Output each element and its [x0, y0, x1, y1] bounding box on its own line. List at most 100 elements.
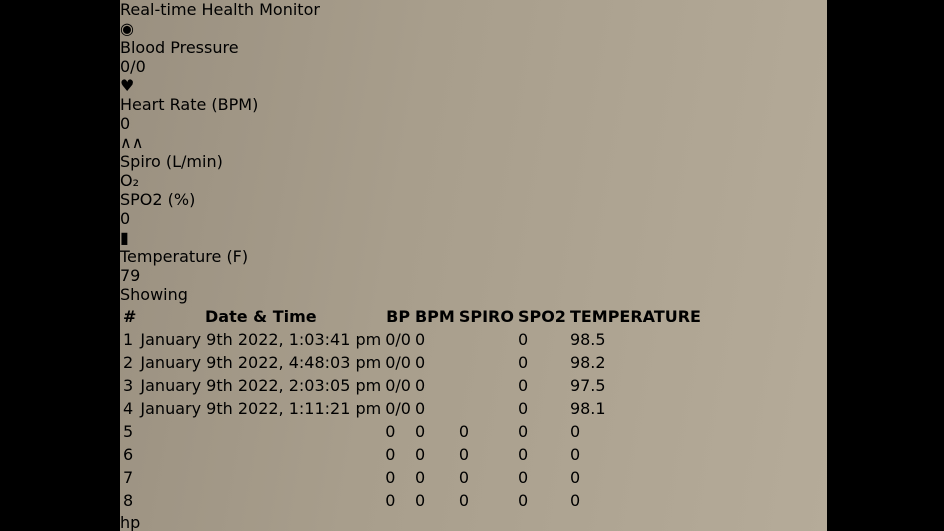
- cell-bpm: 0: [414, 376, 426, 395]
- cell-temperature: 0: [569, 445, 581, 464]
- card-label: Spiro (L/min): [120, 152, 223, 171]
- table-row: 1 January 9th 2022, 1:03:41 pm 0/0 0 0 9…: [122, 329, 702, 350]
- card-value: 79: [120, 266, 141, 285]
- cell-datetime: [139, 467, 382, 488]
- cell-spiro: [458, 398, 515, 419]
- cell-temperature: 0: [569, 468, 581, 487]
- table-header-cell: BPM: [414, 307, 455, 326]
- photo-scene: Real-time Health Monitor ◉ Blood Pressur…: [120, 0, 827, 531]
- cell-datetime: January 9th 2022, 4:48:03 pm: [140, 353, 382, 372]
- cell-spo2: 0: [517, 491, 529, 510]
- cell-datetime: [139, 490, 382, 511]
- table-header-cell: BP: [386, 307, 411, 326]
- cell-bpm: 0: [414, 468, 426, 487]
- vital-icon: ▮: [120, 228, 129, 247]
- cell-bp: 0: [385, 468, 396, 487]
- cell-spiro: [458, 375, 515, 396]
- cell-temperature: 98.5: [569, 330, 606, 349]
- card-value: 0/0: [120, 57, 146, 76]
- dashboard-cards: ◉ Blood Pressure 0/0 ♥ Heart Rate (BPM) …: [120, 19, 827, 285]
- vital-icon: ♥: [120, 76, 135, 95]
- cell-temperature: 98.1: [569, 399, 606, 418]
- cell-index: 3: [123, 376, 134, 395]
- cell-spiro: 0: [458, 445, 470, 464]
- dashboard-card: ▮ Temperature (F) 79: [120, 228, 827, 285]
- cell-spo2: 0: [517, 422, 529, 441]
- cell-spiro: 0: [458, 491, 470, 510]
- cell-bpm: 0: [414, 353, 426, 372]
- cell-bpm: 0: [414, 491, 426, 510]
- cell-bp: 0/0: [385, 353, 411, 372]
- wall-molding: [120, 0, 182, 300]
- table-body: 1 January 9th 2022, 1:03:41 pm 0/0 0 0 9…: [122, 329, 702, 511]
- cell-temperature: 98.2: [569, 353, 606, 372]
- cell-index: 5: [123, 422, 134, 441]
- cell-datetime: January 9th 2022, 1:11:21 pm: [140, 399, 382, 418]
- laptop-screen: Real-time Health Monitor ◉ Blood Pressur…: [120, 0, 827, 531]
- table-header-cell: TEMPERATURE: [569, 307, 701, 326]
- cell-spo2: 0: [517, 353, 529, 372]
- cell-spo2: 0: [517, 445, 529, 464]
- cell-datetime: [139, 421, 382, 442]
- vital-icon: ◉: [120, 19, 134, 38]
- cell-bpm: 0: [414, 422, 426, 441]
- cell-index: 7: [123, 468, 134, 487]
- cell-bpm: 0: [414, 399, 426, 418]
- laptop-display: Real-time Health Monitor ◉ Blood Pressur…: [120, 0, 827, 513]
- table-row: 2 January 9th 2022, 4:48:03 pm 0/0 0 0 9…: [122, 352, 702, 373]
- cell-spiro: [458, 329, 515, 350]
- dashboard-card: O₂ SPO2 (%) 0: [120, 171, 827, 228]
- table-row: 3 January 9th 2022, 2:03:05 pm 0/0 0 0 9…: [122, 375, 702, 396]
- cell-datetime: January 9th 2022, 1:03:41 pm: [140, 330, 382, 349]
- dashboard-title: Real-time Health Monitor: [120, 0, 320, 19]
- cell-bpm: 0: [414, 445, 426, 464]
- table-row: 7 0 0 0 0 0: [122, 467, 702, 488]
- cell-spiro: 0: [458, 422, 470, 441]
- table-header-cell: #: [123, 307, 137, 326]
- cell-bp: 0/0: [385, 330, 411, 349]
- cell-datetime: January 9th 2022, 2:03:05 pm: [140, 376, 382, 395]
- cell-index: 4: [123, 399, 134, 418]
- cell-spo2: 0: [517, 468, 529, 487]
- card-label: Temperature (F): [120, 247, 249, 266]
- table-header-cell: SPO2: [517, 307, 566, 326]
- dashboard-card: ◉ Blood Pressure 0/0: [120, 19, 827, 76]
- table-row: 6 0 0 0 0 0: [122, 444, 702, 465]
- cell-spo2: 0: [517, 330, 529, 349]
- table-header-cell: Date & Time: [205, 307, 317, 326]
- cell-spo2: 0: [517, 399, 529, 418]
- card-value: 0: [120, 114, 131, 133]
- cell-index: 1: [123, 330, 134, 349]
- table-header-cell: SPIRO: [458, 307, 514, 326]
- cell-bp: 0/0: [385, 399, 411, 418]
- dashboard-card: ∧∧ Spiro (L/min): [120, 133, 827, 171]
- vital-icon: ∧∧: [120, 133, 144, 152]
- cell-bp: 0/0: [385, 376, 411, 395]
- cell-bpm: 0: [414, 330, 426, 349]
- card-label: Heart Rate (BPM): [120, 95, 259, 114]
- table-row: 4 January 9th 2022, 1:11:21 pm 0/0 0 0 9…: [122, 398, 702, 419]
- cell-bp: 0: [385, 422, 396, 441]
- cell-bp: 0: [385, 445, 396, 464]
- card-value: 0: [120, 209, 131, 228]
- cell-temperature: 0: [569, 491, 581, 510]
- dashboard-card: ♥ Heart Rate (BPM) 0: [120, 76, 827, 133]
- cell-spiro: 0: [458, 468, 470, 487]
- card-label: Blood Pressure: [120, 38, 239, 57]
- cell-index: 8: [123, 491, 134, 510]
- cell-datetime: [139, 444, 382, 465]
- cell-spiro: [458, 352, 515, 373]
- table-row: 5 0 0 0 0 0: [122, 421, 702, 442]
- cell-temperature: 0: [569, 422, 581, 441]
- cell-spo2: 0: [517, 376, 529, 395]
- vital-icon: O₂: [120, 171, 140, 190]
- cell-index: 2: [123, 353, 134, 372]
- hp-logo: hp: [120, 513, 141, 531]
- cell-temperature: 97.5: [569, 376, 606, 395]
- cell-index: 6: [123, 445, 134, 464]
- table-row: 8 0 0 0 0 0: [122, 490, 702, 511]
- card-label: SPO2 (%): [120, 190, 196, 209]
